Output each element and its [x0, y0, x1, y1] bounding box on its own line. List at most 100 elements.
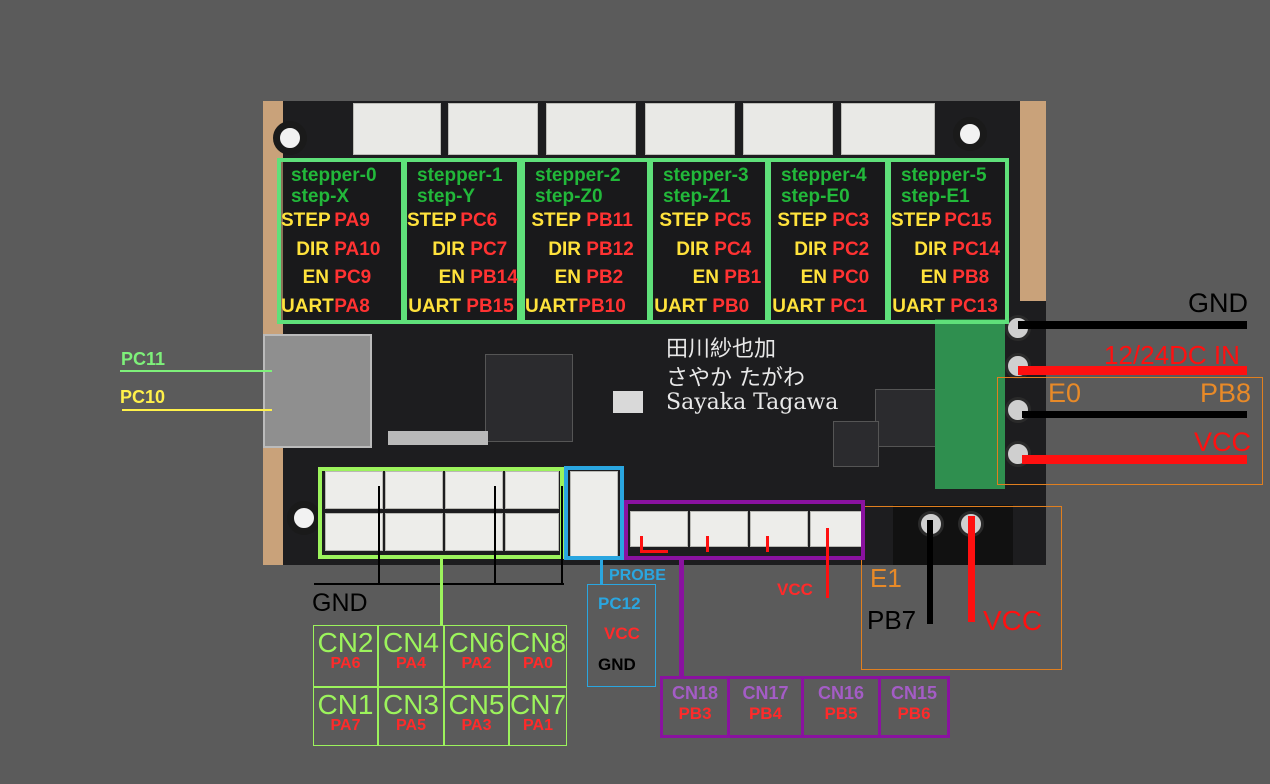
jst-connector [385, 471, 443, 509]
board-photo: 田川紗也加 さやか たがわ Sayaka Tagawa [263, 101, 1046, 565]
e1-outline [861, 506, 1062, 670]
pin-label-dir: DIR [548, 239, 581, 260]
probe-signal: PC12 [598, 594, 641, 613]
jst-connector [505, 471, 559, 509]
fan-connector [630, 511, 688, 547]
pin-label-en: EN [302, 267, 329, 288]
pin-label-step: STEP [407, 210, 457, 231]
stepper-3-box: stepper-3 step-Z1 STEP PC5 DIR PC4 EN PB… [649, 158, 769, 324]
fan-connector [690, 511, 748, 547]
connector-pin: PA6 [330, 655, 361, 672]
fan-group-box [624, 500, 865, 560]
probe-gnd: GND [598, 655, 636, 674]
terminal-screw [1005, 397, 1031, 423]
stepper-1-box: stepper-1 step-Y STEP PC6 DIR PC7 EN PB1… [403, 158, 521, 324]
endstop-gnd-label: GND [312, 589, 368, 617]
pin-label-uart: UART [525, 296, 578, 317]
silkscreen-name: 田川紗也加 [666, 337, 777, 362]
endstop-gnd-wire [378, 486, 380, 584]
pin-value: PB2 [586, 267, 624, 288]
pin-value: PB11 [586, 210, 633, 231]
mount-hole [953, 117, 987, 151]
pin-value: PB8 [952, 267, 990, 288]
stepper-axis: step-Y [417, 186, 476, 207]
wood-background [1020, 101, 1046, 301]
usb-label-pc11: PC11 [121, 349, 166, 369]
motor-connector [546, 103, 636, 155]
mcu-chip [485, 354, 573, 442]
fan-vcc-tick [706, 536, 709, 552]
silkscreen-kana: さやか たがわ [666, 366, 805, 391]
connector-name: CN8 [510, 627, 567, 658]
connector-name: CN17 [742, 683, 789, 703]
e1-pin-label: PB7 [867, 605, 917, 635]
pin-value: PB15 [466, 296, 514, 317]
pin-label-step: STEP [891, 210, 941, 231]
e0-pin-label: PB8 [1200, 378, 1252, 408]
e0-vcc-wire [1022, 455, 1247, 464]
pin-value: PB14 [470, 267, 518, 288]
motor-connector [645, 103, 735, 155]
stepper-axis: step-X [291, 186, 350, 207]
connector-name: CN5 [448, 689, 505, 720]
connector-name: CN18 [671, 683, 719, 703]
stepper-axis: step-Z1 [663, 186, 731, 207]
mount-hole [287, 501, 321, 535]
endstop-link-line [440, 559, 443, 625]
usb-port [263, 334, 372, 448]
stepper-axis: step-Z0 [535, 186, 603, 207]
silkscreen-romaji: Sayaka Tagawa [666, 390, 839, 415]
connector-pin: PA2 [461, 655, 492, 672]
jst-connector [445, 513, 503, 551]
connector-name: CN6 [448, 627, 505, 658]
pin-value: PC1 [830, 296, 868, 317]
pin-label-uart: UART [892, 296, 945, 317]
stepper-2-box: stepper-2 step-Z0 STEP PB11 DIR PB12 EN … [521, 158, 651, 324]
stepper-name: stepper-4 [781, 165, 867, 186]
pin-label-dir: DIR [914, 239, 947, 260]
stepper-axis: step-E0 [781, 186, 850, 207]
pin-label-en: EN [438, 267, 465, 288]
crystal [613, 391, 643, 413]
endstop-group-box [318, 467, 564, 559]
jst-connector [325, 513, 383, 551]
pin-label-dir: DIR [794, 239, 827, 260]
motor-connector [841, 103, 935, 155]
stepper-4-box: stepper-4 step-E0 STEP PC3 DIR PC2 EN PC… [767, 158, 889, 324]
pin-value: PA9 [334, 210, 370, 231]
power-in-wire [1018, 366, 1247, 375]
stepper-5-box: stepper-5 step-E1 STEP PC15 DIR PC14 EN … [887, 158, 1009, 324]
mosfet-chip [833, 421, 879, 467]
pin-value: PC14 [952, 239, 1000, 260]
fan-vcc-wire [826, 528, 829, 598]
pin-label-step: STEP [281, 210, 331, 231]
pin-value: PC9 [334, 267, 372, 288]
pin-label-uart: UART [772, 296, 825, 317]
pin-value: PC0 [832, 267, 870, 288]
pin-label-dir: DIR [432, 239, 465, 260]
connector-name: CN15 [890, 683, 938, 703]
usb-line-pc10 [122, 409, 272, 411]
pin-label-step: STEP [531, 210, 581, 231]
connector-name: CN16 [817, 683, 865, 703]
fan-connector [750, 511, 808, 547]
connector-pin: PB6 [897, 704, 931, 723]
power-terminal [935, 319, 1005, 489]
probe-pin-box [587, 584, 656, 687]
connector-pin: PA0 [523, 655, 553, 672]
probe-connector [570, 471, 618, 557]
pin-value: PA8 [334, 296, 370, 317]
connector-name: CN1 [317, 689, 374, 720]
resistor-array [388, 431, 488, 445]
connector-name: CN7 [510, 689, 567, 720]
e0-signal-wire [1022, 411, 1247, 418]
pin-label-dir: DIR [676, 239, 709, 260]
connector-name: CN2 [317, 627, 374, 658]
motor-connector [448, 103, 538, 155]
probe-vcc: VCC [604, 624, 640, 643]
pin-label-uart: UART [281, 296, 334, 317]
e0-label: E0 [1048, 378, 1082, 408]
